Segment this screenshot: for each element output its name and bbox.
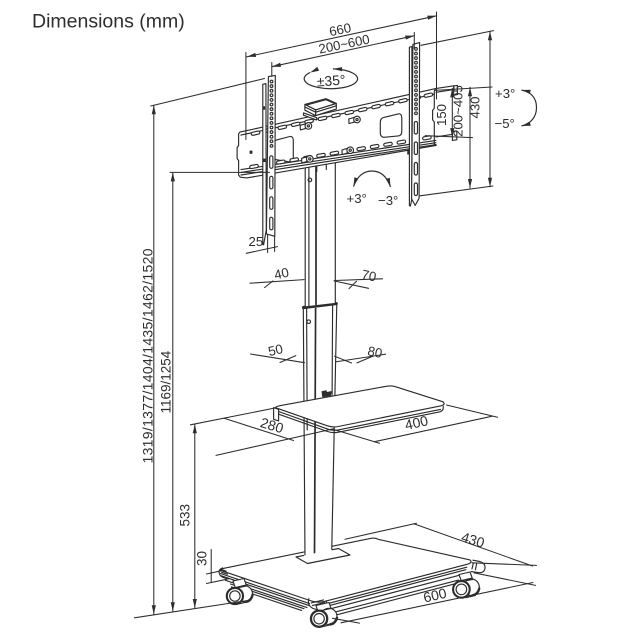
svg-text:430: 430: [468, 96, 483, 118]
svg-text:280: 280: [258, 414, 285, 436]
svg-text:−5°: −5°: [495, 116, 515, 131]
svg-text:1169/1254: 1169/1254: [159, 350, 174, 413]
svg-text:Dimensions (mm): Dimensions (mm): [32, 11, 185, 33]
svg-text:25: 25: [249, 234, 264, 249]
svg-text:80: 80: [366, 343, 383, 361]
svg-text:533: 533: [178, 504, 193, 527]
svg-text:1319/1377/1404/1435/1462/1520: 1319/1377/1404/1435/1462/1520: [140, 248, 156, 463]
svg-text:430: 430: [459, 529, 486, 551]
svg-text:150: 150: [434, 104, 449, 126]
svg-text:±35°: ±35°: [316, 72, 346, 90]
svg-text:+3°: +3°: [495, 86, 515, 101]
svg-text:−3°: −3°: [378, 193, 398, 208]
svg-text:50: 50: [267, 341, 285, 359]
svg-text:200~405: 200~405: [451, 85, 466, 137]
svg-text:30: 30: [195, 551, 210, 566]
svg-text:600: 600: [422, 585, 449, 606]
svg-text:40: 40: [273, 265, 291, 283]
svg-text:400: 400: [403, 412, 430, 433]
svg-text:+3°: +3°: [347, 191, 367, 206]
svg-text:70: 70: [360, 267, 377, 285]
svg-text:660: 660: [328, 20, 353, 39]
